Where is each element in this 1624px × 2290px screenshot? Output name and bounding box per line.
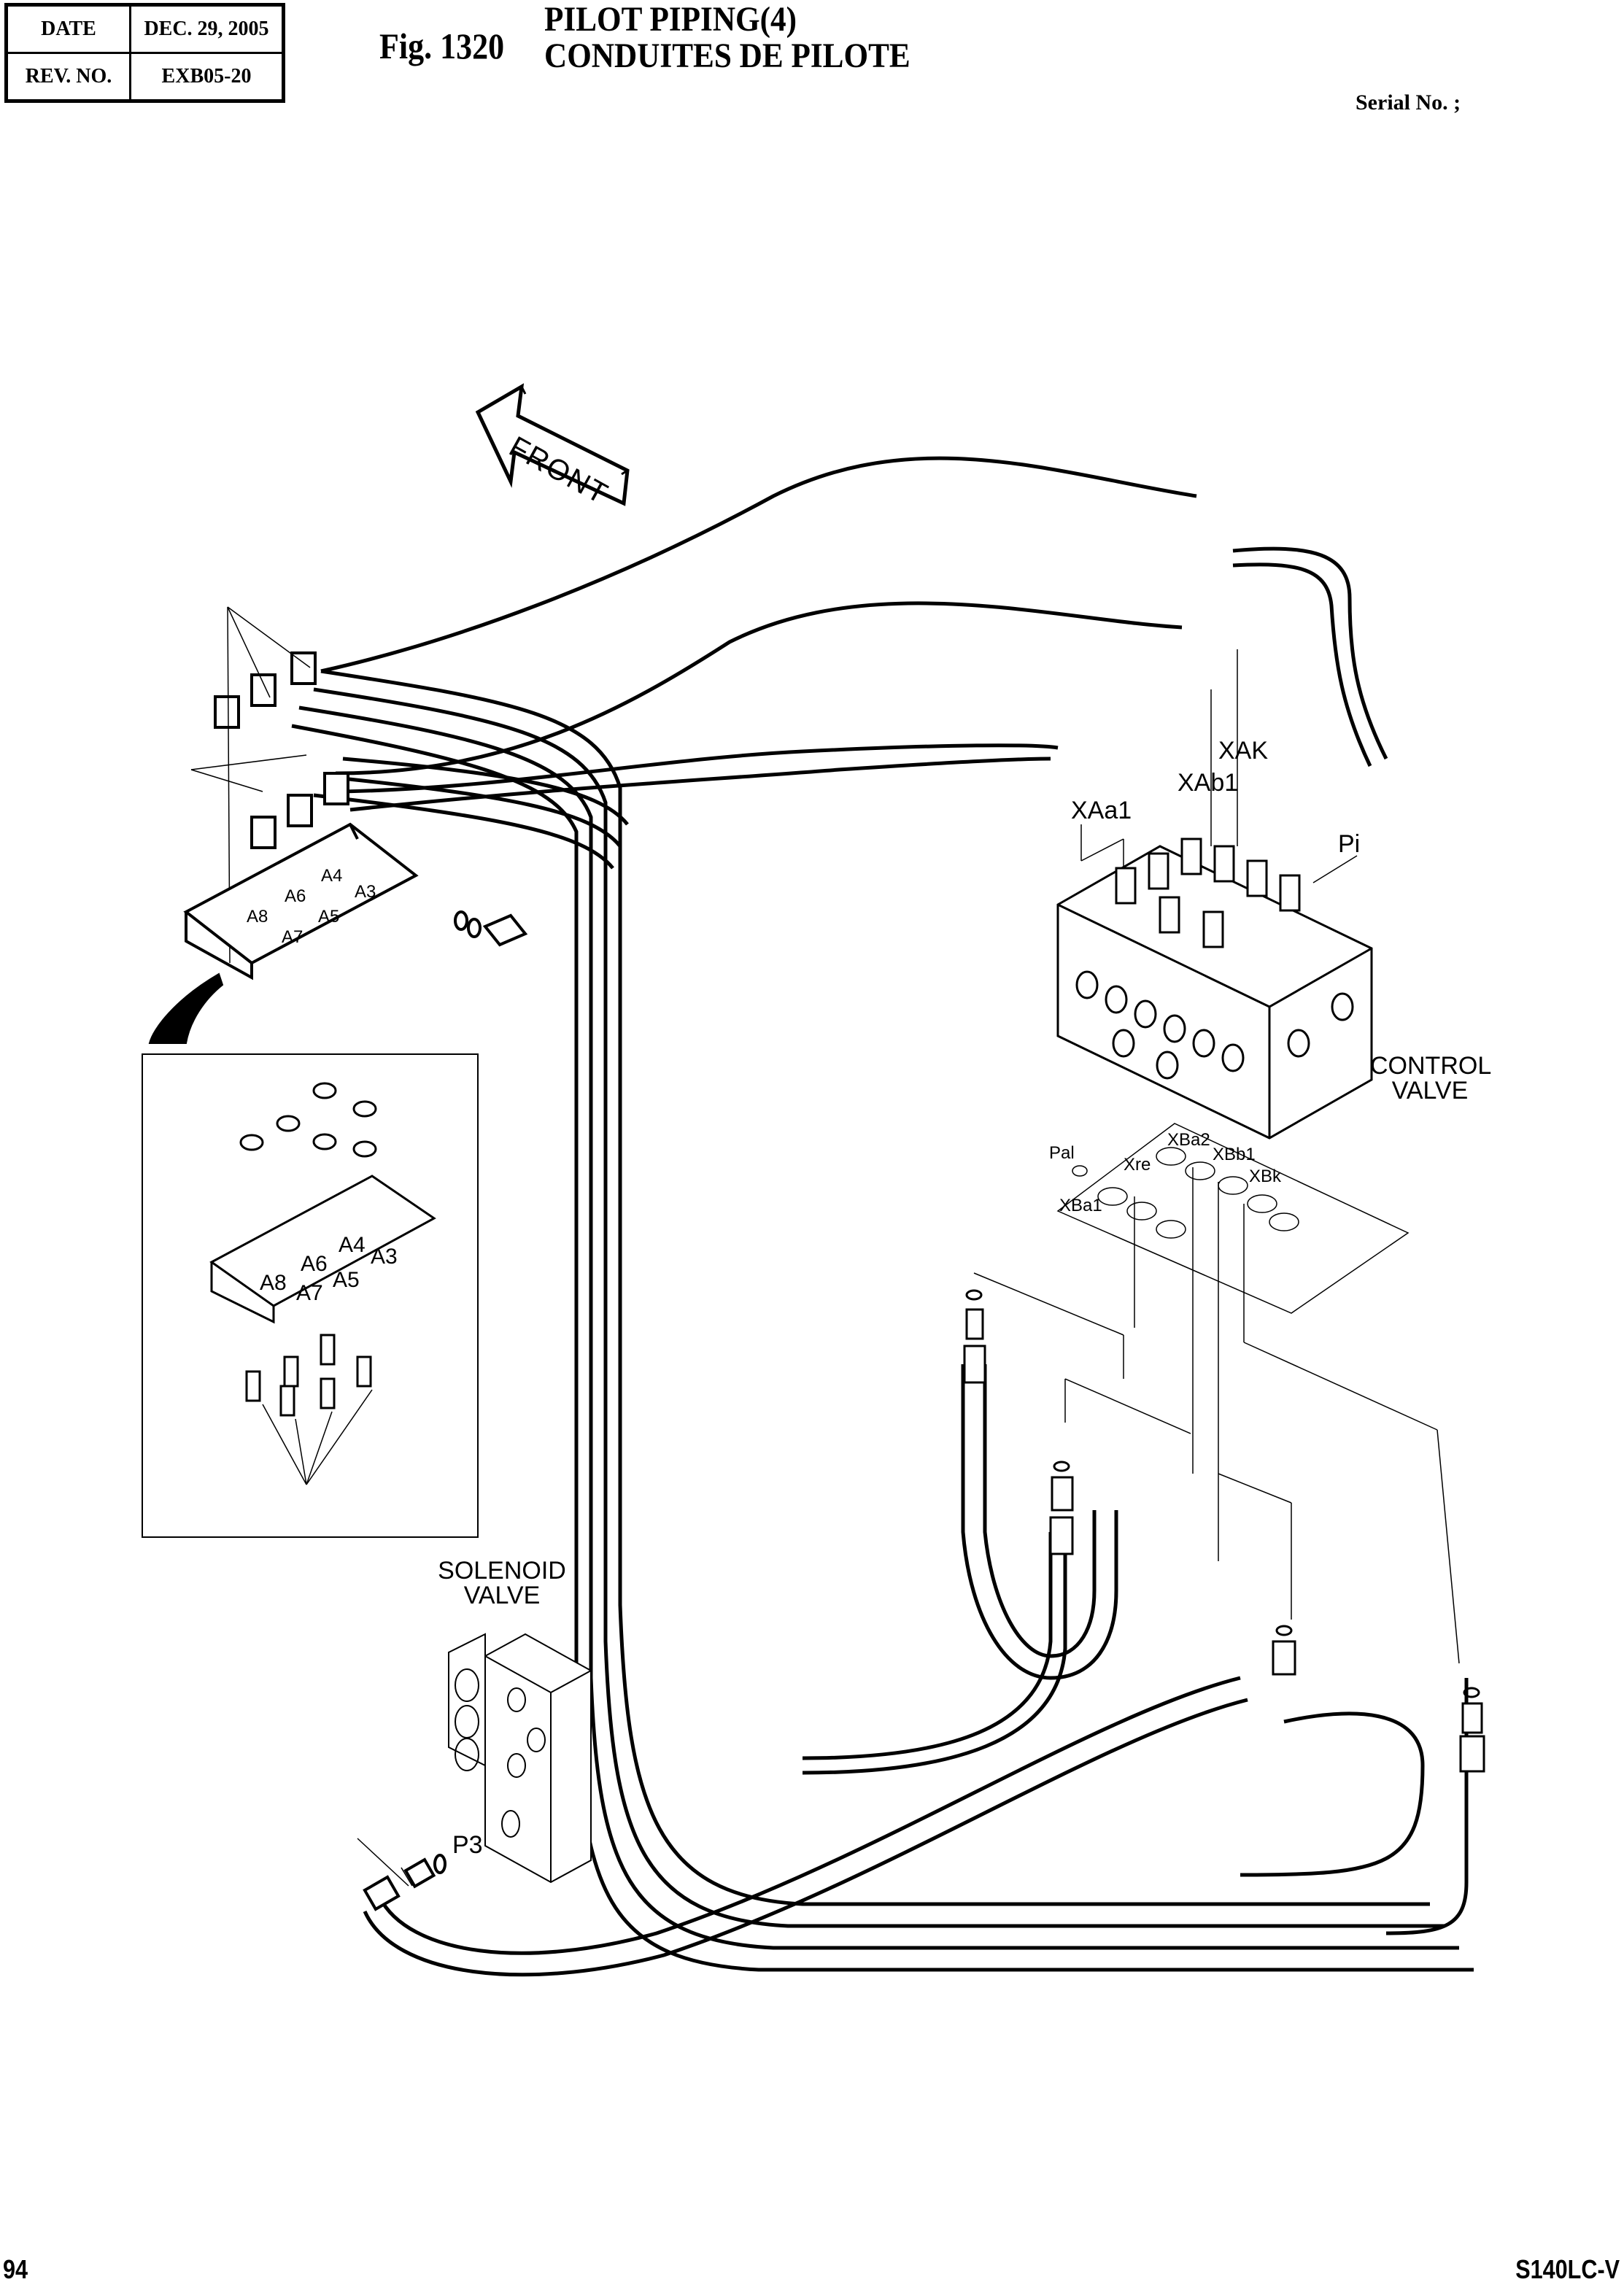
inset-label-a3: A3	[371, 1245, 398, 1269]
bracket-label-a3: A3	[355, 882, 376, 902]
control-valve-label-line2: VALVE	[1391, 1077, 1469, 1105]
control-valve-label-line1: CONTROL	[1370, 1052, 1492, 1080]
date-value: DEC. 29, 2005	[129, 4, 285, 54]
base-port-label-xbk: XBk	[1249, 1167, 1282, 1186]
solenoid-valve-label-line2: VALVE	[463, 1582, 541, 1609]
valve-ports	[1075, 970, 1354, 1080]
pilot-hose-pi	[1232, 546, 1388, 760]
inset-label-a5: A5	[333, 1268, 360, 1292]
base-port-label-xbb1: XBb1	[1213, 1145, 1256, 1164]
base-port-label-pal: Pal	[1049, 1143, 1075, 1163]
serial-number-label: Serial No. ;	[1356, 90, 1461, 115]
port-label-xak: XAK	[1218, 737, 1269, 765]
elbow-fittings-left	[214, 651, 349, 849]
figure-number: Fig. 1320	[379, 26, 505, 66]
port-label-p3: P3	[452, 1831, 483, 1859]
inset-label-a6: A6	[301, 1252, 328, 1276]
page-number: 94	[3, 2254, 28, 2284]
title-english: PILOT PIPING(4)	[544, 0, 797, 39]
control-valve-label: CONTROL VALVE	[1370, 1052, 1492, 1105]
bracket-label-a5: A5	[318, 907, 340, 927]
bracket-label-a8: A8	[247, 907, 268, 927]
figure-title: PILOT PIPING(4) CONDUITES DE PILOTE	[544, 1, 910, 74]
base-port-label-xre: Xre	[1124, 1155, 1151, 1175]
inset-label-a4: A4	[339, 1233, 366, 1257]
bracket-label-a6: A6	[285, 886, 306, 906]
bracket-label-a4: A4	[321, 866, 343, 886]
port-label-xab1: XAb1	[1178, 769, 1239, 797]
control-valve-gasket-plate	[1056, 1123, 1410, 1314]
control-valve-body	[1056, 838, 1373, 1140]
solenoid-fittings	[363, 1854, 446, 1911]
bracket-label-a7: A7	[282, 927, 303, 947]
model-number: S140LC-V	[1515, 2254, 1620, 2284]
valve-caps	[1115, 838, 1301, 948]
base-port-label-xba1: XBa1	[1059, 1196, 1102, 1215]
revision-table: DATE DEC. 29, 2005 REV. NO. EXB05-20	[4, 3, 285, 103]
solenoid-valve-label: SOLENOID VALVE	[430, 1558, 573, 1608]
port-label-xaa1: XAa1	[1071, 797, 1132, 824]
inset-callout-arrow-icon	[148, 972, 224, 1044]
inset-elbows	[245, 1334, 372, 1417]
detail-inset-box	[142, 1053, 479, 1538]
mounting-bracket	[183, 822, 419, 980]
inset-label-a7: A7	[296, 1281, 323, 1305]
port-label-pi: Pi	[1338, 830, 1361, 858]
solenoid-valve-body	[448, 1633, 592, 1884]
inset-label-a8: A8	[260, 1271, 287, 1295]
title-french: CONDUITES DE PILOTE	[544, 36, 910, 75]
lower-fittings	[963, 1289, 1485, 1773]
revision-value: EXB05-20	[129, 52, 285, 102]
revision-label: REV. NO.	[5, 52, 131, 102]
inset-nuts	[239, 1082, 377, 1158]
solenoid-valve-label-line1: SOLENOID	[438, 1557, 566, 1585]
hose-loops-lower	[363, 1364, 1469, 1977]
bolt-and-washers	[454, 910, 528, 947]
front-arrow-icon	[475, 383, 630, 506]
date-label: DATE	[5, 4, 131, 54]
base-port-label-xba2: XBa2	[1167, 1130, 1210, 1150]
pilot-hose-pi-inner	[1232, 562, 1372, 767]
inset-drawing	[209, 1082, 436, 1485]
